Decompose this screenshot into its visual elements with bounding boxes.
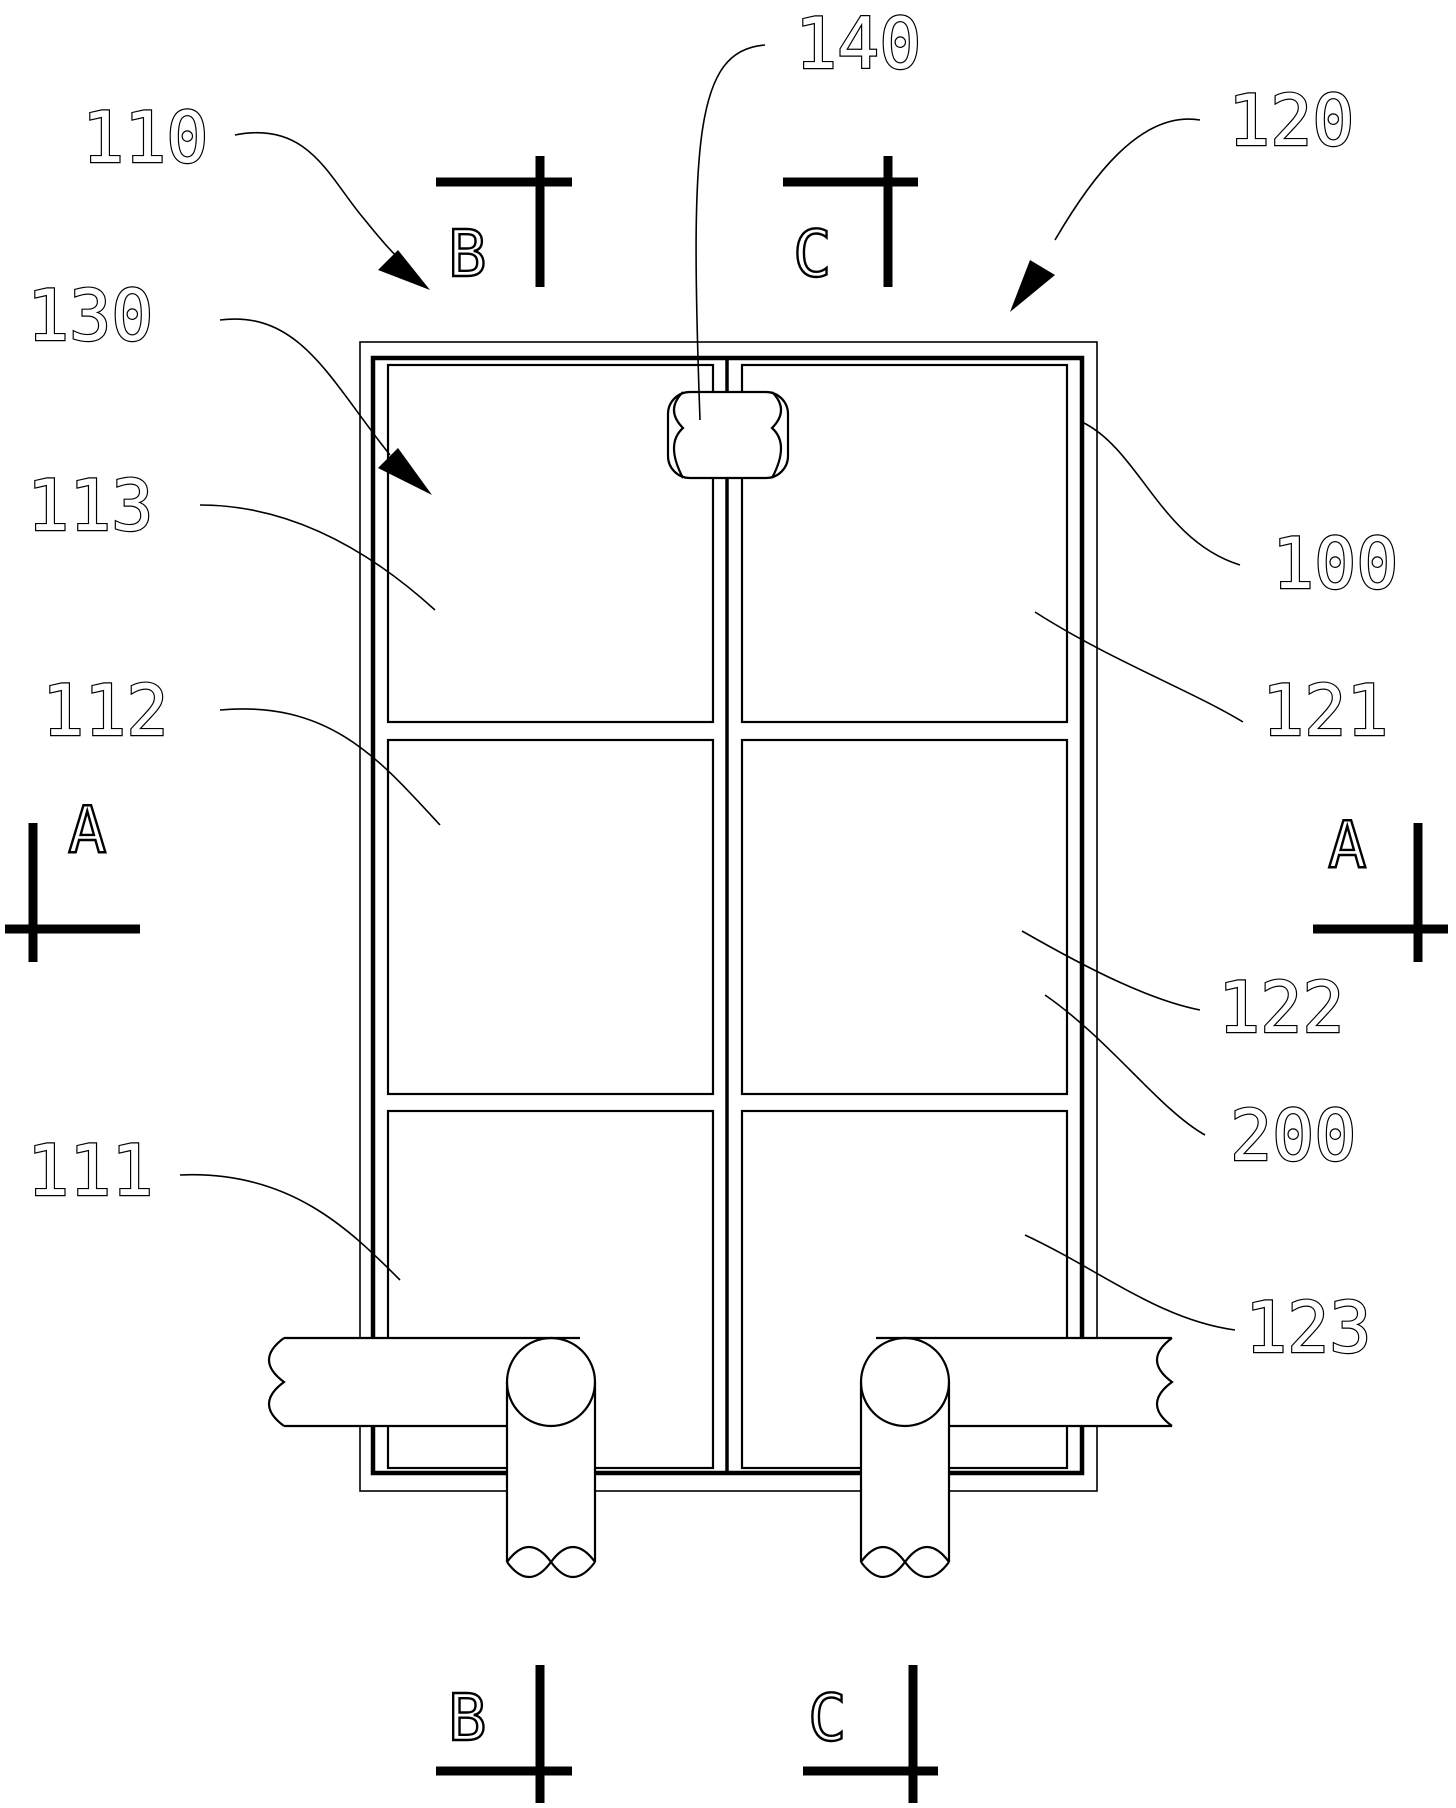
ref-113: 113 (27, 465, 153, 547)
leader-100 (1081, 421, 1241, 566)
section-letter-a-right: A (1328, 809, 1367, 883)
leader-lines (179, 44, 1244, 1331)
left-top-filter-113 (386, 363, 715, 724)
leader-113 (199, 504, 436, 611)
vertical-pipe-right (859, 1336, 951, 1578)
ref-140: 140 (795, 3, 921, 85)
ref-100: 100 (1272, 523, 1398, 605)
ref-123: 123 (1245, 1287, 1371, 1369)
section-marker-b-bottom (436, 1665, 572, 1803)
section-marker-c-top (783, 156, 918, 287)
ref-200: 200 (1230, 1095, 1356, 1177)
ref-112: 112 (42, 670, 168, 752)
leader-140 (695, 44, 766, 421)
leader-112 (219, 708, 441, 826)
left-middle-filter-112 (386, 738, 715, 1096)
right-middle-filter-122 (740, 738, 1069, 1096)
arrowhead-110 (378, 250, 430, 290)
section-marker-c-bottom (803, 1665, 938, 1803)
ref-122: 122 (1218, 967, 1344, 1049)
leader-111 (179, 1173, 401, 1281)
leader-200 (1044, 994, 1206, 1136)
section-letter-a-left: A (68, 794, 107, 868)
ref-121: 121 (1262, 670, 1388, 752)
section-marker-a-right (1313, 823, 1448, 962)
section-letter-b-bottom: B (448, 1682, 487, 1756)
leader-110 (234, 132, 406, 266)
leader-122 (1021, 930, 1201, 1011)
leader-121 (1034, 611, 1244, 723)
vertical-pipe-left (505, 1336, 597, 1578)
right-top-filter-121 (740, 363, 1069, 724)
section-letter-c-bottom: C (808, 1682, 847, 1756)
section-letter-c-top: C (793, 218, 832, 292)
leader-123 (1024, 1234, 1236, 1331)
ref-111: 111 (27, 1130, 153, 1212)
section-marker-a-left (5, 823, 140, 962)
leader-120 (1054, 118, 1201, 241)
ref-110: 110 (82, 97, 208, 179)
section-marker-b-top (436, 156, 572, 287)
tank-outer-wall (359, 341, 1098, 1492)
arrowhead-120 (1010, 260, 1055, 312)
arrowhead-130 (378, 448, 432, 495)
ref-120: 120 (1228, 80, 1354, 162)
connecting-pipe-140 (666, 390, 790, 480)
section-letter-b-top: B (448, 218, 487, 292)
leader-130 (219, 318, 391, 456)
ref-130: 130 (27, 275, 153, 357)
